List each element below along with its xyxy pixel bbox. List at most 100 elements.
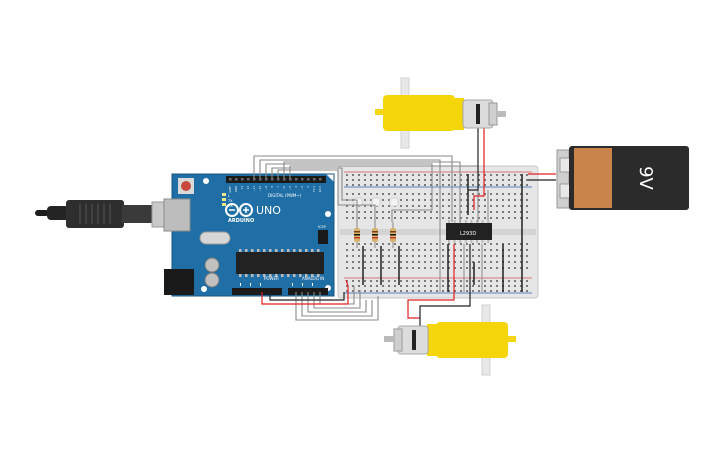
digital-pin-hole <box>277 178 280 181</box>
breadboard-hole <box>388 280 390 282</box>
breadboard-hole <box>520 211 522 213</box>
breadboard-hole <box>508 205 510 207</box>
battery-voltage-label: 9V <box>635 166 656 190</box>
breadboard-hole <box>514 255 516 257</box>
breadboard-hole <box>496 199 498 201</box>
breadboard-hole <box>448 179 450 181</box>
battery-9v: 9V <box>556 146 689 210</box>
digital-pin-hole <box>313 178 316 181</box>
breadboard-hole <box>472 285 474 287</box>
breadboard-hole <box>382 261 384 263</box>
breadboard-hole <box>460 290 462 292</box>
breadboard-hole <box>514 193 516 195</box>
breadboard-hole <box>412 249 414 251</box>
breadboard-hole <box>508 211 510 213</box>
breadboard-hole <box>448 217 450 219</box>
breadboard-hole <box>394 211 396 213</box>
chip-pin <box>269 249 272 252</box>
breadboard-hole <box>376 261 378 263</box>
breadboard-hole <box>496 193 498 195</box>
breadboard-hole <box>508 243 510 245</box>
breadboard-hole <box>520 249 522 251</box>
driver-pin <box>481 220 484 223</box>
breadboard-hole <box>448 211 450 213</box>
breadboard-hole <box>514 261 516 263</box>
breadboard-hole <box>430 179 432 181</box>
analog-header <box>288 288 328 295</box>
breadboard-hole <box>358 280 360 282</box>
breadboard-hole <box>526 199 528 201</box>
digital-header <box>226 176 326 183</box>
arduino-model-label: UNO <box>256 204 281 217</box>
breadboard-hole <box>364 255 366 257</box>
breadboard-hole <box>478 205 480 207</box>
breadboard-hole <box>520 243 522 245</box>
breadboard-hole <box>358 290 360 292</box>
breadboard-hole <box>412 179 414 181</box>
breadboard-hole <box>436 174 438 176</box>
breadboard-hole <box>376 280 378 282</box>
digital-pin-label: ~3 <box>300 186 304 190</box>
breadboard-hole <box>352 174 354 176</box>
digital-pin-label: ~9 <box>264 186 268 190</box>
breadboard-hole <box>412 193 414 195</box>
chip-pin <box>305 274 308 277</box>
breadboard-hole <box>460 280 462 282</box>
breadboard-hole <box>484 290 486 292</box>
breadboard-hole <box>370 199 372 201</box>
breadboard-hole <box>472 217 474 219</box>
driver-pin <box>481 240 484 243</box>
breadboard-hole <box>478 261 480 263</box>
breadboard-hole <box>388 174 390 176</box>
breadboard-hole <box>466 217 468 219</box>
breadboard-hole <box>418 174 420 176</box>
breadboard-hole <box>448 285 450 287</box>
breadboard-hole <box>424 174 426 176</box>
breadboard-hole <box>370 217 372 219</box>
icsp-label: ICSP <box>318 225 326 229</box>
breadboard-hole <box>358 261 360 263</box>
breadboard-hole <box>520 280 522 282</box>
breadboard-hole <box>448 249 450 251</box>
breadboard-hole <box>508 193 510 195</box>
breadboard-hole <box>520 199 522 201</box>
breadboard-hole <box>490 205 492 207</box>
breadboard-hole <box>370 184 372 186</box>
breadboard-hole <box>484 199 486 201</box>
breadboard-hole <box>466 211 468 213</box>
breadboard-hole <box>436 267 438 269</box>
breadboard-hole <box>496 205 498 207</box>
power-wires <box>261 128 556 330</box>
breadboard-hole <box>382 211 384 213</box>
breadboard-hole <box>352 290 354 292</box>
digital-pin-label: RX 0 <box>318 186 322 192</box>
breadboard-hole <box>496 290 498 292</box>
breadboard-hole <box>490 211 492 213</box>
driver-pin <box>487 220 490 223</box>
breadboard-hole <box>412 205 414 207</box>
breadboard-hole <box>490 193 492 195</box>
breadboard-hole <box>442 261 444 263</box>
breadboard-hole <box>454 205 456 207</box>
breadboard-hole <box>406 199 408 201</box>
chip-pin <box>275 274 278 277</box>
breadboard-hole <box>376 249 378 251</box>
breadboard-hole <box>346 255 348 257</box>
breadboard-hole <box>376 255 378 257</box>
breadboard-hole <box>370 280 372 282</box>
breadboard-hole <box>472 174 474 176</box>
breadboard-hole <box>388 249 390 251</box>
breadboard-hole <box>400 184 402 186</box>
breadboard-hole <box>388 255 390 257</box>
breadboard-hole <box>430 217 432 219</box>
breadboard-hole <box>352 267 354 269</box>
breadboard-hole <box>496 285 498 287</box>
chip-pin <box>245 249 248 252</box>
breadboard-hole <box>382 217 384 219</box>
breadboard-hole <box>424 179 426 181</box>
breadboard-hole <box>460 211 462 213</box>
driver-pin <box>470 240 473 243</box>
breadboard-hole <box>376 267 378 269</box>
breadboard-hole <box>514 285 516 287</box>
digital-pin-hole <box>247 178 250 181</box>
